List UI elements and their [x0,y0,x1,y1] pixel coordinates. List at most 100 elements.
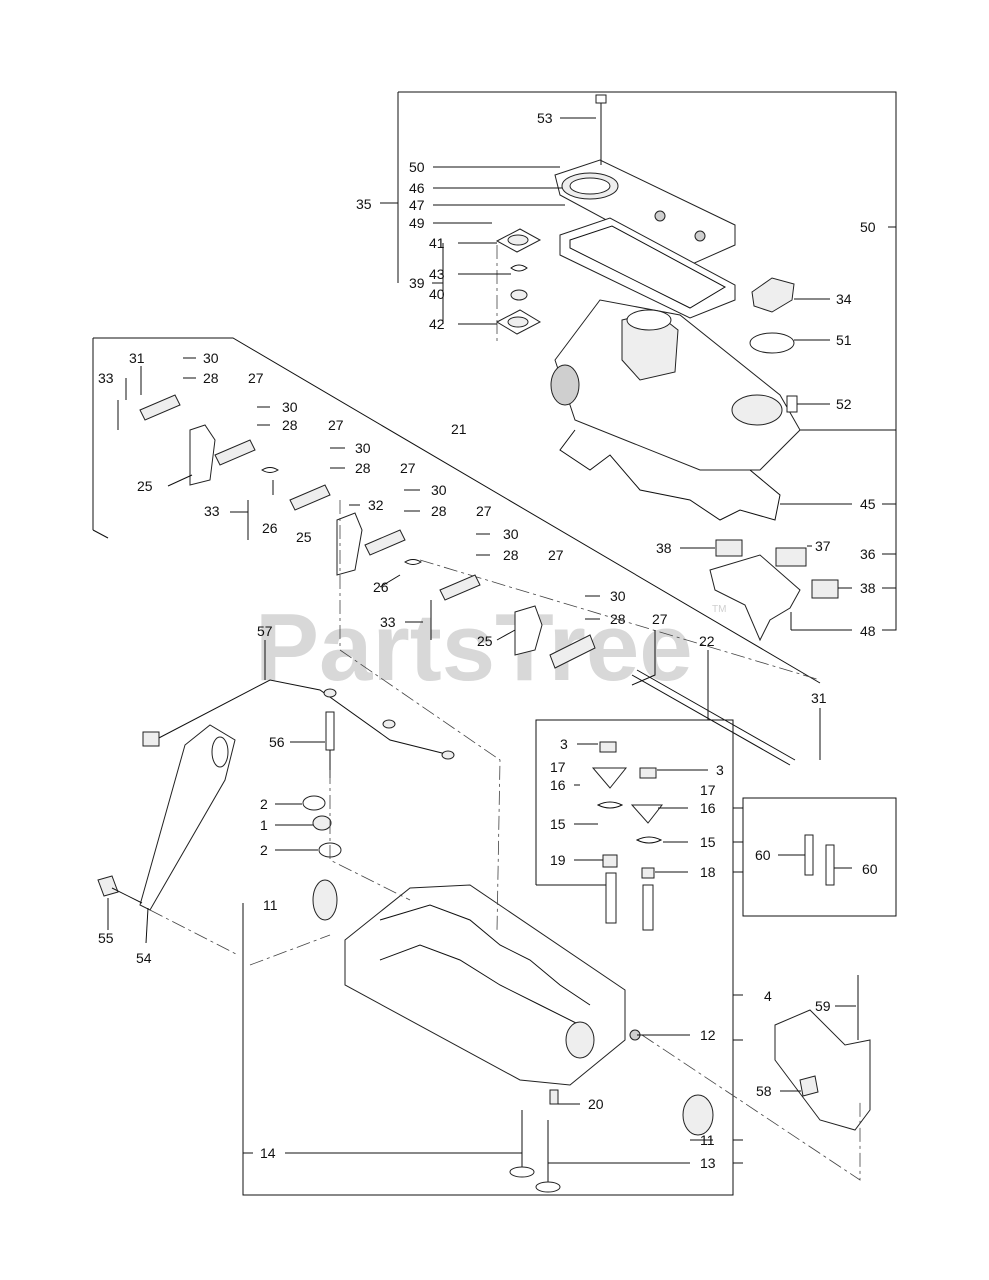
callout-28f: 28 [610,611,626,627]
callout-49: 49 [409,215,425,231]
callout-60: 60 [755,847,771,863]
callout-25b: 25 [296,529,312,545]
callout-30: 30 [203,350,219,366]
callout-58: 58 [756,1083,772,1099]
callout-39: 39 [409,275,425,291]
callout-2b: 2 [260,842,268,858]
callout-14: 14 [260,1145,276,1161]
stem-seal-box [742,797,897,917]
callout-46: 46 [409,180,425,196]
callout-32: 32 [368,497,384,513]
callout-19: 19 [550,852,566,868]
callout-11b: 11 [700,1132,715,1148]
callout-41: 41 [429,235,445,251]
rocker-arm-parts [117,394,796,766]
callout-4: 4 [764,988,772,1004]
callout-17: 17 [550,759,566,775]
breather-diaphragm-parts [495,228,542,335]
callout-27e: 27 [548,547,564,563]
callout-55: 55 [98,930,114,946]
callout-30f: 30 [610,588,626,604]
rocker-arm-group-bracket [92,337,821,684]
callout-45: 45 [860,496,876,512]
partstree-watermark: PartsTree [255,594,693,701]
callout-16b: 16 [700,800,716,816]
callout-3b: 3 [716,762,724,778]
watermark-trademark: TM [712,604,726,615]
callout-22: 22 [699,633,715,649]
callout-51: 51 [836,332,852,348]
bracket-ticks [243,807,743,1164]
callout-38: 38 [656,540,672,556]
callout-21: 21 [451,421,467,437]
callout-27: 27 [248,370,264,386]
callout-2: 2 [260,796,268,812]
valve-spring-parts [591,741,664,931]
callout-30e: 30 [503,526,519,542]
callout-34: 34 [836,291,852,307]
callout-33c: 33 [380,614,396,630]
callout-28e: 28 [503,547,519,563]
callout-31b: 31 [811,690,827,706]
callout-leader-lines [107,117,856,1164]
callout-30b: 30 [282,399,298,415]
callout-50b: 50 [860,219,876,235]
callout-18: 18 [700,864,716,880]
callout-1: 1 [260,817,268,833]
callout-15b: 15 [700,834,716,850]
callout-27b: 27 [328,417,344,433]
callout-30c: 30 [355,440,371,456]
valve-cover-top-part [554,94,736,266]
callout-56: 56 [269,734,285,750]
callout-26b: 26 [373,579,389,595]
callout-54: 54 [136,950,152,966]
callout-31: 31 [129,350,145,366]
callout-26: 26 [262,520,278,536]
callout-27d: 27 [476,503,492,519]
callout-60b: 60 [862,861,878,877]
callout-15: 15 [550,816,566,832]
callout-57: 57 [257,623,273,639]
callout-36: 36 [860,546,876,562]
callout-28c: 28 [355,460,371,476]
callout-17b: 17 [700,782,716,798]
callout-28d: 28 [431,503,447,519]
intake-exhaust-valve-parts [509,1110,561,1193]
callout-37: 37 [815,538,831,554]
callout-48: 48 [860,623,876,639]
lifting-bracket-parts [97,724,236,911]
valve-cover-group-bracket [380,91,897,631]
callout-30d: 30 [431,482,447,498]
callout-38b: 38 [860,580,876,596]
callout-25c: 25 [477,633,493,649]
callout-53: 53 [537,110,553,126]
callout-47: 47 [409,197,425,213]
oil-filler-cap-part [749,277,795,354]
callout-3: 3 [560,736,568,752]
callout-28: 28 [203,370,219,386]
callout-59: 59 [815,998,831,1014]
callout-35: 35 [356,196,372,212]
callout-43: 43 [429,266,445,282]
callout-42: 42 [429,316,445,332]
cylinder-head-part [312,879,714,1136]
callout-33b: 33 [204,503,220,519]
rocker-cover-housing-part [550,299,839,642]
callout-52: 52 [836,396,852,412]
right-bracket-parts [774,975,871,1131]
callout-20: 20 [588,1096,604,1112]
callout-27f: 27 [652,611,668,627]
callout-33: 33 [98,370,114,386]
callout-13: 13 [700,1155,716,1171]
callout-50: 50 [409,159,425,175]
callout-27c: 27 [400,460,416,476]
callout-16: 16 [550,777,566,793]
callout-12: 12 [700,1027,716,1043]
callout-11: 11 [263,897,278,913]
callout-labels: 53 50 46 35 47 49 41 43 39 40 42 50 34 5… [98,110,878,1171]
alignment-dash-lines [149,245,861,1181]
callout-25: 25 [137,478,153,494]
callout-28b: 28 [282,417,298,433]
cylinder-head-bracket [242,719,743,1196]
